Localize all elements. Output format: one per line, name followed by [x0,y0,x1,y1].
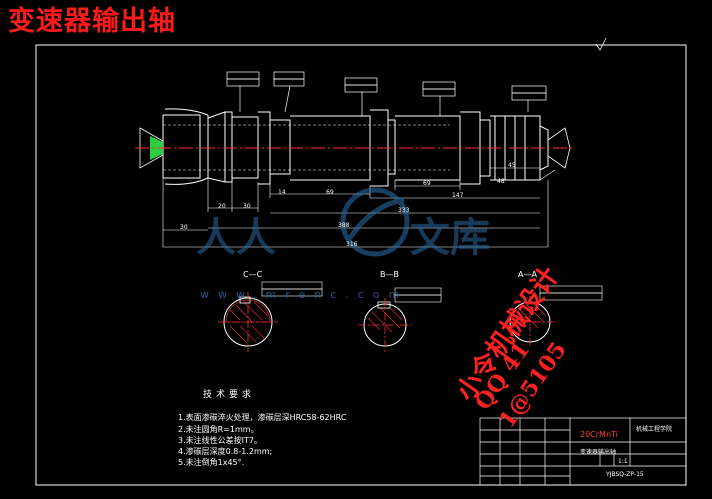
dim-45: 45 [508,162,516,169]
school-name: 机械工程学院 [636,426,673,433]
dim-316: 316 [346,241,358,248]
watermark-logo-right: 文库 [410,214,490,261]
dim-48: 48 [497,178,505,185]
center-hole-left [139,127,164,169]
tech-req-item: 1.表面渗碳淬火处理，渗碳层深HRC58-62HRC [178,413,347,422]
roughness-symbol [595,37,607,51]
title-block [479,417,687,486]
section-cc [218,281,323,352]
dim-147: 147 [452,192,464,199]
section-label-aa: A—A [518,270,537,279]
drawing-frame [35,44,687,486]
section-label-bb: B—B [380,270,399,279]
dim-388: 388 [338,222,350,229]
section-bb [358,287,442,352]
watermark-site: www.mrenc.com [200,288,409,301]
tech-req-item: 5.未注倒角1x45°. [178,458,245,467]
tolerance-frames [226,71,547,116]
shaft-profile [162,108,549,187]
logo-watermark [340,187,410,257]
dim-333: 333 [398,207,410,214]
dim-69b: 69 [423,180,431,187]
tech-req-item: 3.未注线性公差按IT7。 [178,436,262,445]
dim-14: 14 [278,189,286,196]
dim-30: 30 [180,224,188,231]
scale: 1:1 [618,458,628,465]
drawing-number: YJBSQ-ZP-15 [606,471,644,478]
dim-30b: 30 [243,203,251,210]
dim-69: 69 [326,189,334,196]
tech-req-item: 2.未注圆角R=1mm。 [178,425,259,434]
dim-20: 20 [218,203,226,210]
tech-req-heading: 技术要求 [203,390,256,400]
section-label-cc: C—C [243,270,263,279]
drawing-title: 变速器输出轴 [8,6,176,37]
part-name: 变速器输出轴 [580,449,617,456]
tech-req-item: 4.渗碳层深度0.8-1.2mm; [178,447,273,456]
watermark-logo-left: 人人 [196,214,276,261]
section-aa [505,285,603,348]
material: 20CrMnTi [580,430,618,439]
